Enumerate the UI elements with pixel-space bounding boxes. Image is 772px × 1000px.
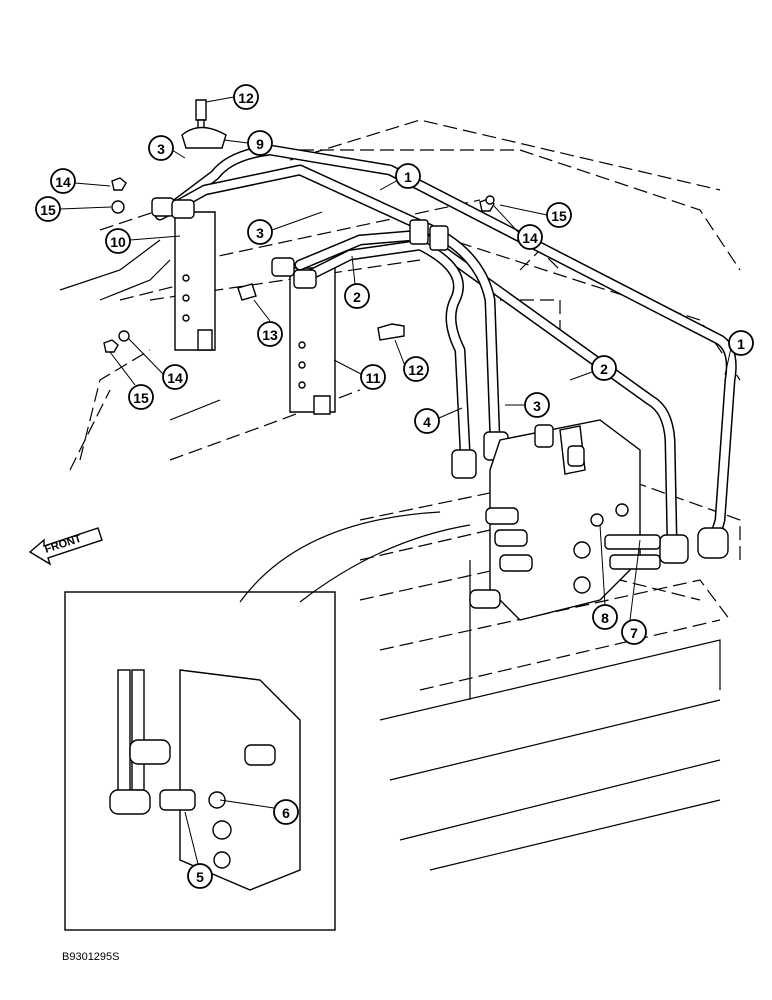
- callout-label: 2: [353, 289, 361, 305]
- callout-label: 14: [55, 174, 71, 190]
- callout-3: 3: [148, 135, 174, 161]
- figure-reference: B9301295S: [62, 951, 120, 963]
- callout-circle: [403, 356, 429, 382]
- frame-rails: [59, 239, 721, 871]
- tube-4: [294, 239, 471, 456]
- control-valve: [469, 419, 661, 621]
- callout-label: 14: [167, 370, 183, 386]
- callout-circle: [517, 224, 543, 250]
- callout-circle: [128, 384, 154, 410]
- callout-label: 14: [522, 230, 538, 246]
- bracket-10: [174, 211, 216, 351]
- callout-8: 8: [592, 604, 618, 630]
- callout-circle: [592, 604, 618, 630]
- callout-circle: [187, 863, 213, 889]
- callout-circle: [247, 130, 273, 156]
- callout-5: 5: [187, 863, 213, 889]
- bracket-11: [289, 267, 336, 415]
- tube-2: [294, 229, 678, 546]
- callout-circle: [148, 135, 174, 161]
- callout-12: 12: [233, 84, 259, 110]
- callout-3: 3: [524, 392, 550, 418]
- callout-label: 10: [110, 234, 126, 250]
- callout-1: 1: [728, 330, 754, 356]
- callout-circle: [50, 168, 76, 194]
- callout-label: 8: [601, 610, 609, 626]
- callout-2: 2: [591, 355, 617, 381]
- callout-label: 15: [133, 390, 149, 406]
- callout-circle: [344, 283, 370, 309]
- callout-circle: [414, 408, 440, 434]
- callout-label: 4: [423, 414, 431, 430]
- callout-circle: [591, 355, 617, 381]
- callout-label: 7: [630, 625, 638, 641]
- front-arrow: FRONT: [28, 527, 103, 566]
- callout-10: 10: [105, 228, 131, 254]
- tube-3: [154, 164, 501, 446]
- callout-label: 9: [256, 136, 264, 152]
- leader-lines: [59, 96, 732, 865]
- callout-14: 14: [50, 168, 76, 194]
- callout-circle: [35, 196, 61, 222]
- callout-label: 3: [533, 398, 541, 414]
- callout-circle: [105, 228, 131, 254]
- callout-circle: [247, 219, 273, 245]
- callout-15: 15: [35, 196, 61, 222]
- callout-11: 11: [360, 364, 386, 390]
- callout-15: 15: [546, 202, 572, 228]
- callout-label: 12: [238, 90, 254, 106]
- callout-1: 1: [395, 163, 421, 189]
- callout-label: 5: [196, 869, 204, 885]
- callout-circle: [162, 364, 188, 390]
- callout-15: 15: [128, 384, 154, 410]
- callout-label: 12: [408, 362, 424, 378]
- callout-label: 11: [366, 370, 381, 386]
- callout-circle: [728, 330, 754, 356]
- callout-13: 13: [257, 321, 283, 347]
- callout-9: 9: [247, 130, 273, 156]
- callout-12: 12: [403, 356, 429, 382]
- callout-circle: [395, 163, 421, 189]
- hardware: [103, 99, 495, 353]
- callout-3: 3: [247, 219, 273, 245]
- callout-label: 3: [157, 141, 165, 157]
- callout-circle: [273, 799, 299, 825]
- callout-label: 1: [737, 336, 745, 352]
- callout-circle: [233, 84, 259, 110]
- callout-circle: [257, 321, 283, 347]
- callout-label: 6: [282, 805, 290, 821]
- callout-label: 13: [262, 327, 278, 343]
- callout-6: 6: [273, 799, 299, 825]
- callout-14: 14: [162, 364, 188, 390]
- detail-inset: [64, 511, 471, 931]
- callout-label: 2: [600, 361, 608, 377]
- callout-circle: [524, 392, 550, 418]
- callout-7: 7: [621, 619, 647, 645]
- callout-circle: [621, 619, 647, 645]
- callout-label: 1: [404, 169, 412, 185]
- callout-4: 4: [414, 408, 440, 434]
- callout-2: 2: [344, 283, 370, 309]
- callout-label: 3: [256, 225, 264, 241]
- callout-circle: [360, 364, 386, 390]
- callout-label: 15: [40, 202, 56, 218]
- callout-circle: [546, 202, 572, 228]
- callout-label: 15: [551, 208, 567, 224]
- callout-14: 14: [517, 224, 543, 250]
